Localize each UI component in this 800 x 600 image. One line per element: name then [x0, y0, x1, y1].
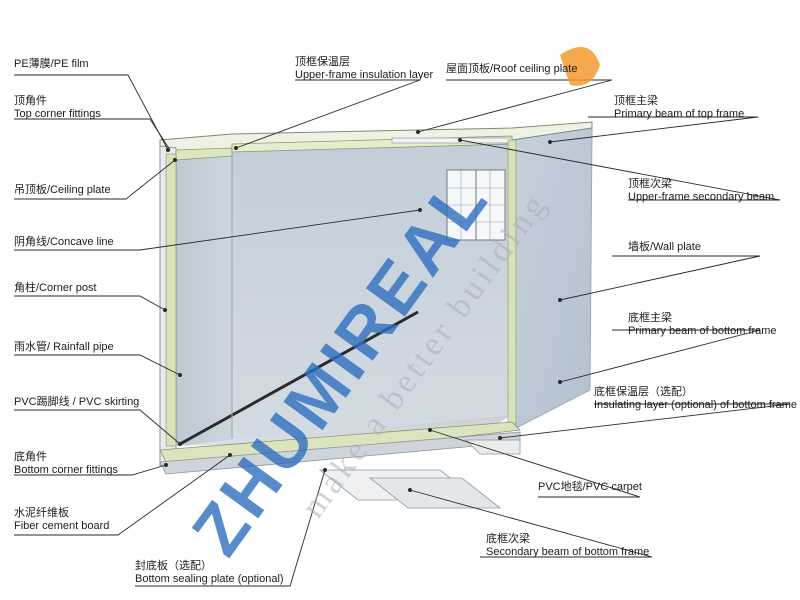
label-upper-frame-secondary-beam: 顶框次梁 Upper-frame secondary beam: [628, 178, 774, 204]
upper-frame-secondary-beam: [391, 137, 513, 144]
label-primary-beam-bottom-frame-en: Primary beam of bottom frame: [628, 325, 777, 337]
label-bottom-corner-fittings-en: Bottom corner fittings: [14, 464, 118, 476]
label-roof-ceiling-plate: 屋面顶板/Roof ceiling plate: [446, 63, 578, 75]
label-primary-beam-bottom-frame: 底框主梁 Primary beam of bottom frame: [628, 312, 777, 338]
leader-dots: [163, 130, 562, 492]
left-wall: [176, 150, 232, 446]
label-insulating-layer-bottom-frame-zh: 底框保温层（选配）: [594, 386, 693, 398]
label-upper-frame-insulation-en: Upper-frame insulation layer: [295, 69, 434, 81]
label-top-corner-fittings-zh: 顶角件: [14, 95, 47, 107]
label-bottom-sealing-plate-en: Bottom sealing plate (optional): [135, 573, 284, 585]
label-pvc-carpet: PVC地毯/PVC carpet: [538, 481, 642, 493]
label-insulating-layer-bottom-frame: 底框保温层（选配） Insulating layer (optional) of…: [594, 386, 797, 412]
label-upper-frame-secondary-beam-en: Upper-frame secondary beam: [628, 191, 775, 203]
label-fiber-cement-board-zh: 水泥纤维板: [14, 507, 69, 519]
secondary-beam-bottom-2: [368, 477, 502, 509]
label-top-corner-fittings-en: Top corner fittings: [14, 108, 101, 120]
label-wall-plate: 墙板/Wall plate: [628, 241, 701, 253]
label-fiber-cement-board-en: Fiber cement board: [14, 520, 110, 532]
label-ceiling-plate: 吊顶板/Ceiling plate: [14, 184, 111, 196]
label-pe-film: PE薄膜/PE film: [14, 58, 89, 70]
label-top-corner-fittings: 顶角件 Top corner fittings: [14, 95, 101, 121]
secondary-beam-bottom-3: [465, 439, 521, 455]
watermark-swoosh-orange: [560, 47, 600, 86]
frame-right-green: [507, 139, 517, 425]
back-wall: [232, 140, 512, 440]
label-pvc-skirting: PVC踢脚线 / PVC skirting: [14, 396, 140, 408]
label-concave-line: 阴角线/Concave line: [14, 236, 114, 248]
label-bottom-sealing-plate: 封底板（选配） Bottom sealing plate (optional): [135, 560, 284, 586]
label-fiber-cement-board: 水泥纤维板 Fiber cement board: [14, 507, 109, 533]
label-primary-beam-top-frame: 顶框主梁 Primary beam of top frame: [614, 95, 744, 121]
leader-lines: [14, 74, 791, 587]
label-primary-beam-top-frame-en: Primary beam of top frame: [614, 108, 745, 120]
label-secondary-beam-bottom-frame-en: Secondary beam of bottom frame: [486, 546, 650, 558]
label-primary-beam-top-frame-zh: 顶框主梁: [614, 95, 658, 107]
pvc-skirting: [179, 310, 419, 446]
label-bottom-corner-fittings-zh: 底角件: [14, 451, 47, 463]
label-bottom-corner-fittings: 底角件 Bottom corner fittings: [14, 451, 118, 477]
label-bottom-sealing-plate-zh: 封底板（选配）: [135, 560, 212, 572]
wall-plate: [511, 127, 593, 431]
label-primary-beam-bottom-frame-zh: 底框主梁: [628, 312, 672, 324]
label-upper-frame-secondary-beam-zh: 顶框次梁: [628, 178, 672, 190]
frame-left-green: [165, 153, 177, 447]
label-upper-frame-insulation: 顶框保温层 Upper-frame insulation layer: [295, 56, 433, 82]
label-secondary-beam-bottom-frame: 底框次梁 Secondary beam of bottom frame: [486, 533, 649, 559]
label-insulating-layer-bottom-frame-en: Insulating layer (optional) of bottom fr…: [594, 399, 797, 411]
label-rainfall-pipe: 雨水管/ Rainfall pipe: [14, 341, 114, 353]
label-secondary-beam-bottom-frame-zh: 底框次梁: [486, 533, 530, 545]
label-corner-post: 角柱/Corner post: [14, 282, 97, 294]
window: [446, 169, 506, 241]
label-upper-frame-insulation-zh: 顶框保温层: [295, 56, 350, 68]
